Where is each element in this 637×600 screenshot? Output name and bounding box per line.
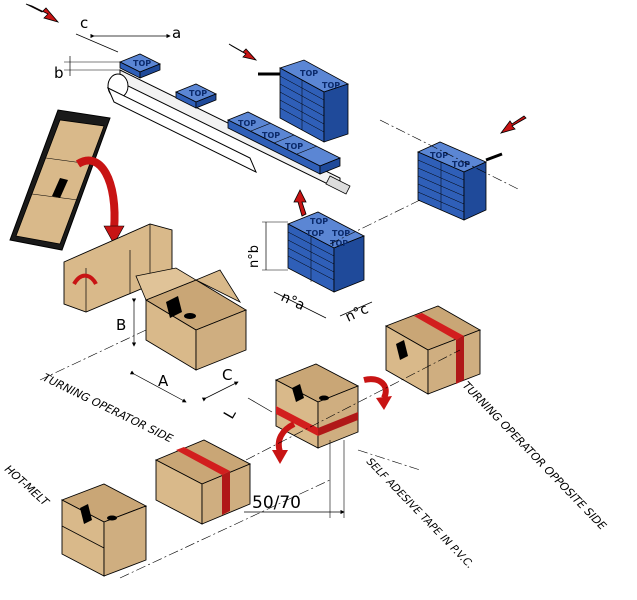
product-stack-center: TOP TOP TOP TOP <box>287 211 365 293</box>
dimension-c-label: c <box>80 14 88 32</box>
dimension-L-label: L <box>220 405 240 422</box>
conveyor-product-2: TOP <box>175 83 217 109</box>
top-label: TOP <box>452 160 470 169</box>
turning-operator-opposite-side-label: TURNING OPERATOR OPPOSITE SIDE <box>460 379 609 533</box>
dimension-5070-label: 50/70 <box>252 493 301 513</box>
top-label: TOP <box>133 59 151 68</box>
carton-taped-lower <box>154 439 252 525</box>
carton-hotmelt <box>60 483 148 577</box>
direction-arrow-top-left <box>25 3 60 23</box>
dimension-C: C <box>201 366 239 402</box>
top-label: TOP <box>189 89 207 98</box>
top-label: TOP <box>330 239 348 248</box>
curved-arrow-turn-left <box>272 421 296 464</box>
curved-arrow-turn-right <box>363 376 392 410</box>
dimension-A: A <box>129 370 187 403</box>
top-label: TOP <box>238 119 256 128</box>
dimension-L: L <box>220 397 273 422</box>
conveyor-product-row: TOP TOP TOP <box>227 111 341 175</box>
dimension-na-label: n°a <box>278 289 307 314</box>
top-label: TOP <box>430 151 448 160</box>
dimension-c: c <box>75 14 119 53</box>
carton-taped-topright <box>384 305 482 395</box>
center-lines <box>39 119 521 579</box>
top-label: TOP <box>300 69 318 78</box>
top-label: TOP <box>262 131 280 140</box>
dimension-nb-label: n°b <box>247 245 262 268</box>
dimension-A-label: A <box>158 372 169 390</box>
dimension-B: B <box>116 298 137 347</box>
dimension-nc-label: n°c <box>343 301 371 325</box>
top-label: TOP <box>310 217 328 226</box>
dimension-na: n°a <box>273 289 327 319</box>
top-label: TOP <box>322 81 340 90</box>
dimension-nc: n°c <box>339 301 373 326</box>
dimension-5070: 50/70 <box>244 440 345 518</box>
direction-arrow-up <box>293 189 307 217</box>
hot-melt-label: HOT-MELT <box>2 463 52 510</box>
carton-abc <box>135 267 248 371</box>
product-stack-right: TOP TOP <box>417 141 503 221</box>
product-stack-top: TOP TOP <box>258 59 349 143</box>
dimension-C-label: C <box>222 366 232 384</box>
dimension-B-label: B <box>116 316 126 334</box>
direction-arrow-mid <box>228 43 258 61</box>
top-label: TOP <box>306 229 324 238</box>
curved-arrow-blank <box>75 156 125 245</box>
dimension-nb: n°b <box>247 221 288 271</box>
carton-taped-center <box>274 363 360 449</box>
dimension-b: b <box>54 56 120 82</box>
top-label: TOP <box>332 229 350 238</box>
dimension-b-label: b <box>54 64 64 82</box>
conveyor-product-1: TOP <box>119 53 161 79</box>
carton-blank <box>9 109 111 251</box>
dimension-a: a <box>90 24 181 42</box>
dimension-a-label: a <box>172 24 181 42</box>
self-adhesive-tape-label: SELF ADESIVE TAPE IN P.V.C. <box>364 456 476 571</box>
direction-arrow-right <box>499 115 527 134</box>
top-label: TOP <box>285 142 303 151</box>
turning-operator-side-label: TURNING OPERATOR SIDE <box>41 371 175 445</box>
